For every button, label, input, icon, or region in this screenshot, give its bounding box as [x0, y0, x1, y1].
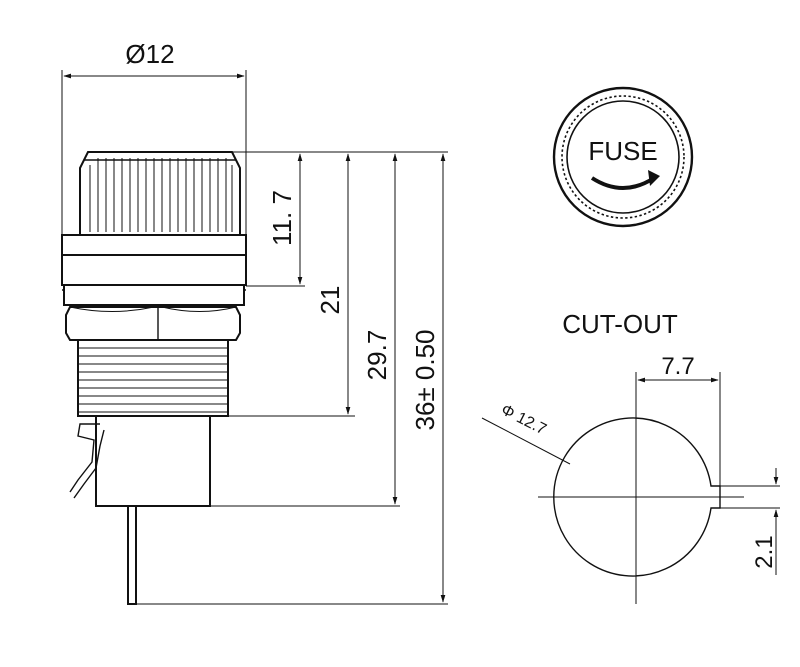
- cutout-slot-label: 2.1: [751, 535, 778, 568]
- side-view: [61, 151, 247, 605]
- cutout-view: CUT-OUT Φ 12.7 7.7 2.1: [481, 309, 780, 604]
- knob-cap: [79, 151, 241, 236]
- cap-knurl-ring: [561, 95, 685, 219]
- total-height-label: 36± 0.50: [410, 329, 440, 430]
- hex-nut: [65, 306, 241, 341]
- cutout-diameter-label: Φ 12.7: [498, 401, 549, 438]
- side-terminal: [69, 423, 105, 499]
- cutout-outline: [553, 417, 721, 577]
- cap-band: [61, 234, 247, 306]
- cap-top-view: FUSE: [552, 86, 694, 228]
- rotation-arrow-head-icon: [648, 170, 660, 186]
- height-29-7-label: 29.7: [362, 330, 392, 381]
- rotation-arrow-icon: [590, 176, 656, 190]
- diameter-leader: [481, 417, 571, 465]
- diameter-label: Ø12: [125, 39, 174, 69]
- cap-height-label: 11. 7: [267, 190, 297, 246]
- bottom-pin: [127, 505, 137, 605]
- height-21-label: 21: [315, 286, 345, 315]
- dimension-diameter: Ø12: [61, 39, 247, 235]
- lower-body: [95, 415, 211, 507]
- vertical-dimensions: 11. 7 21 29.7 36± 0.50: [136, 151, 448, 605]
- cutout-width-label: 7.7: [661, 353, 694, 380]
- fuse-text: FUSE: [588, 136, 657, 166]
- threaded-body: [77, 339, 229, 417]
- cutout-title: CUT-OUT: [562, 309, 678, 339]
